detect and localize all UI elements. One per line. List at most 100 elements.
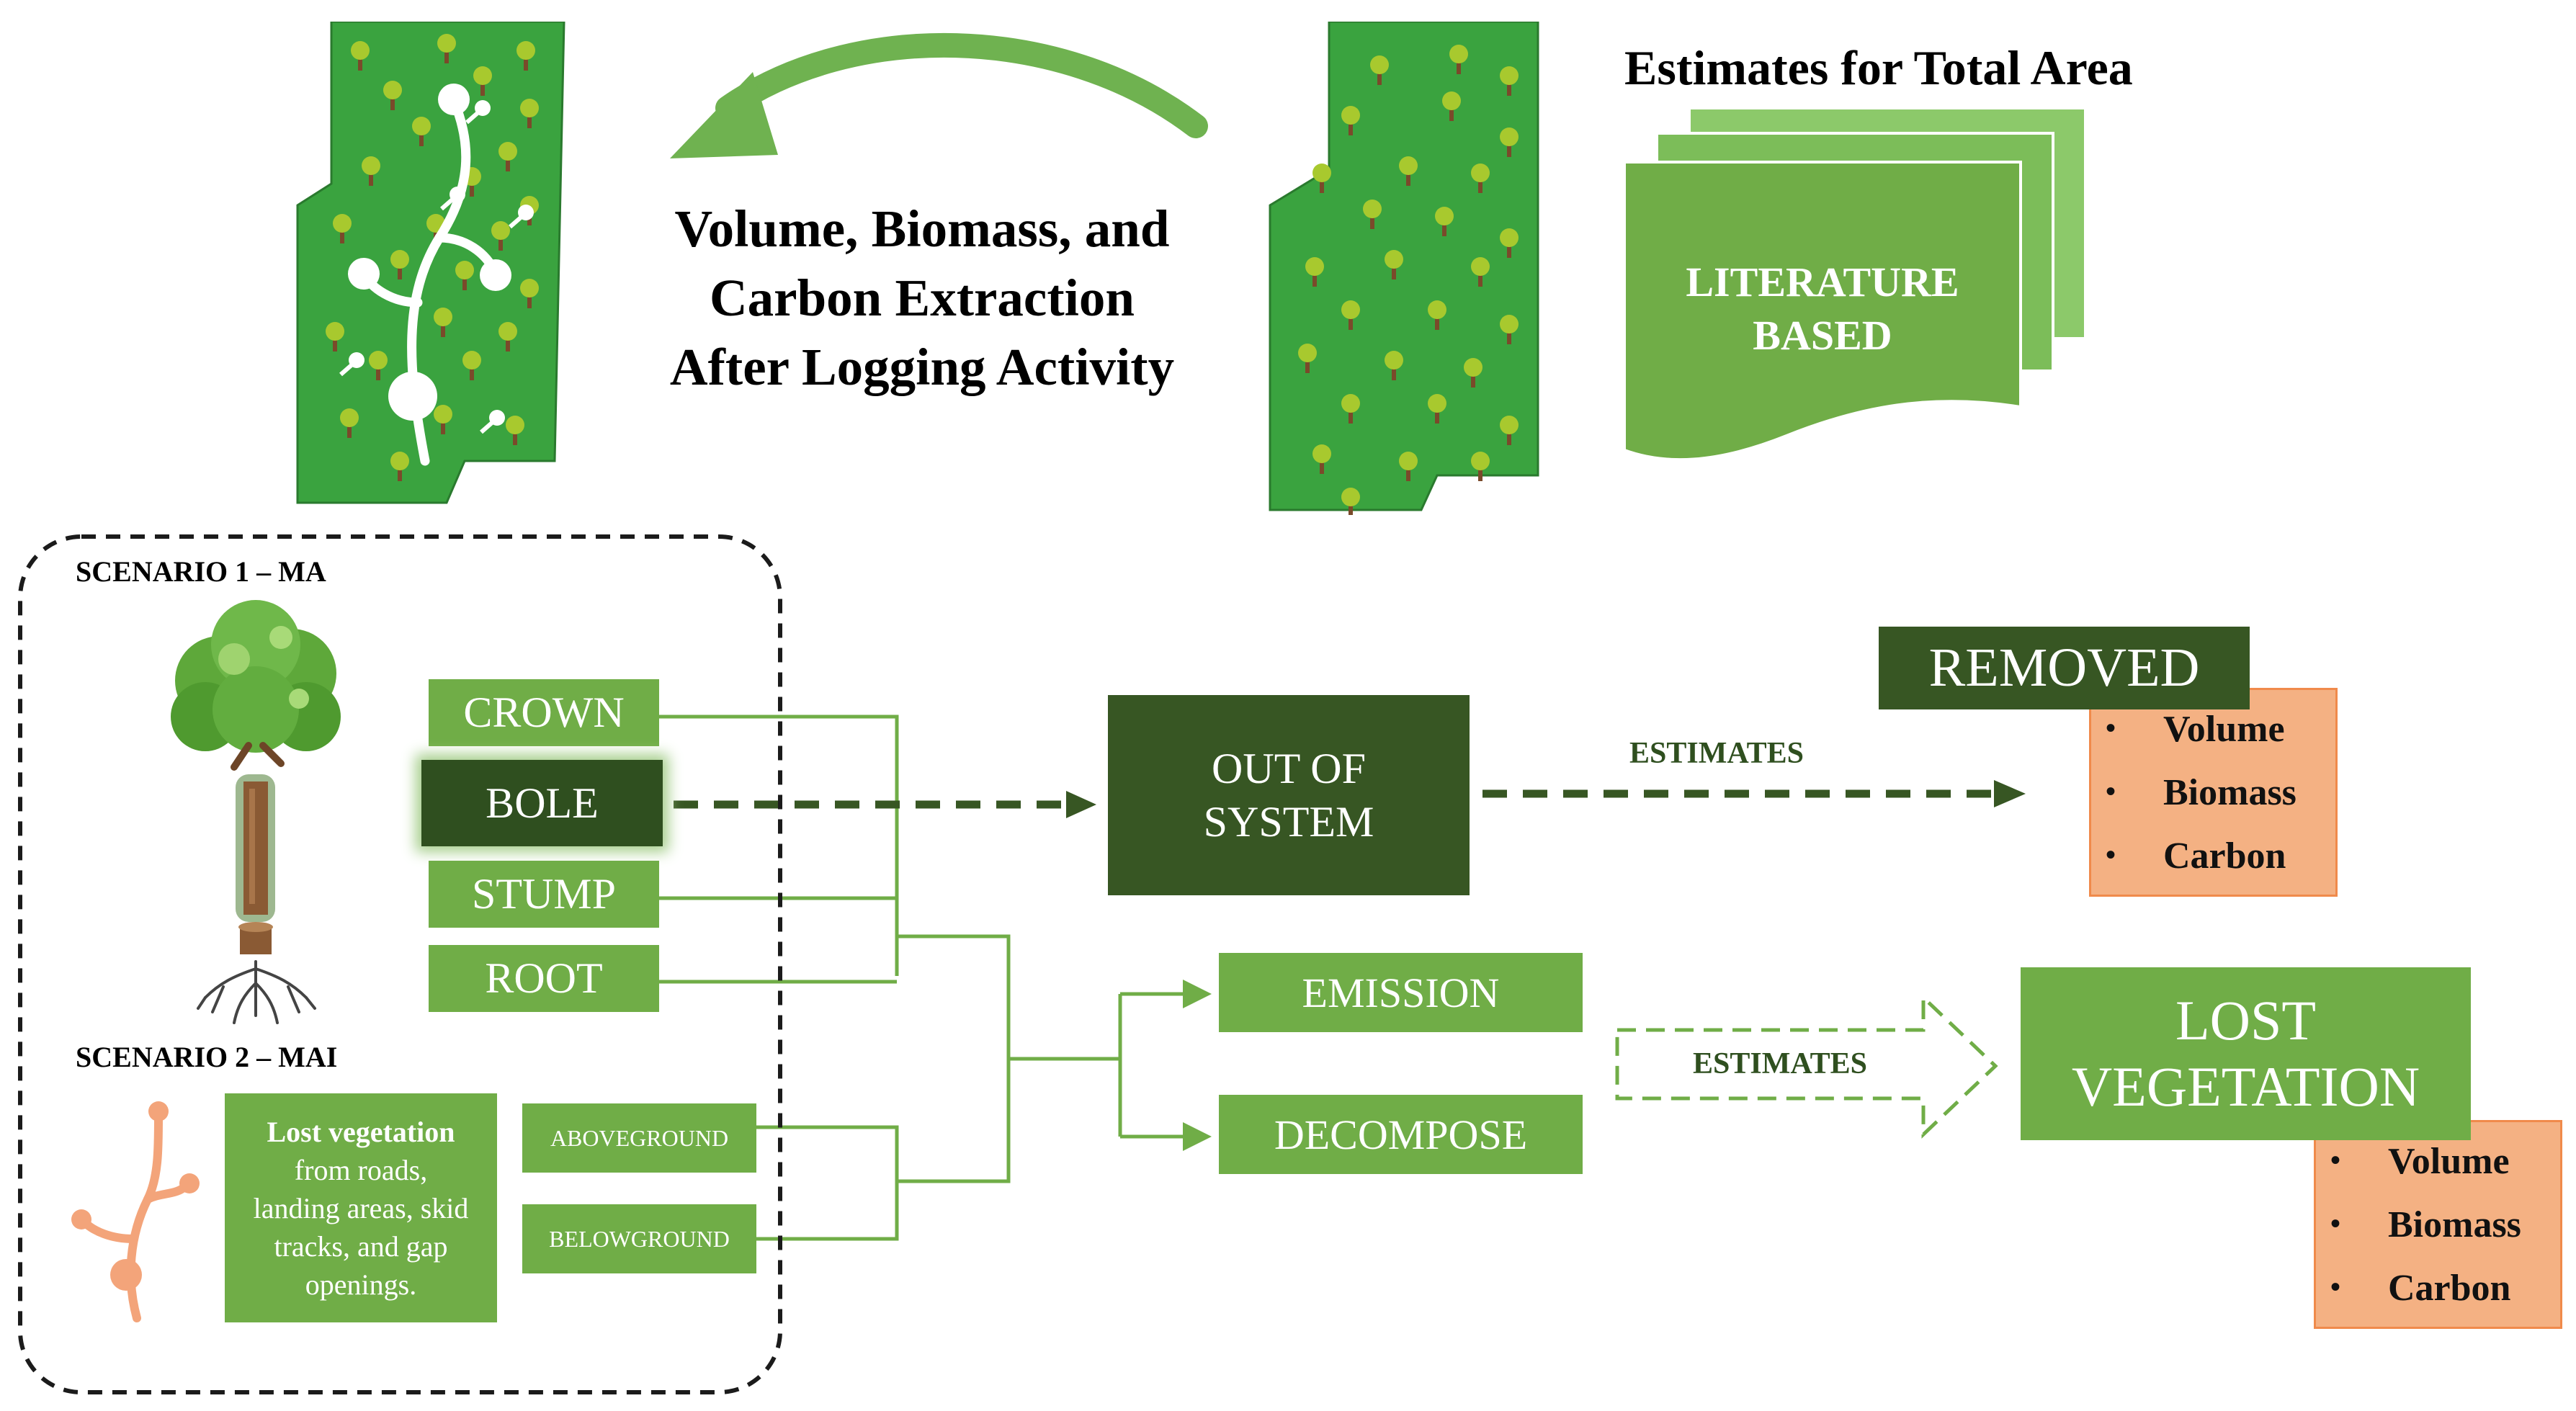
scenario2-connectors (756, 994, 1122, 1241)
tree-icon (351, 41, 370, 71)
tree-icon (434, 405, 452, 434)
tree-icon (390, 250, 409, 279)
estimates-title: Estimates for Total Area (1624, 40, 2133, 95)
branch-network-icon (71, 1101, 200, 1322)
tree-icon (1428, 300, 1446, 330)
total-area-forest-map (1269, 22, 1539, 515)
root-icon (197, 960, 316, 1024)
tree-icon (1500, 315, 1519, 344)
tree-icon (473, 66, 492, 96)
felled-tree-icon (509, 205, 534, 229)
scenario-frame (18, 534, 782, 1394)
tree-icon (340, 408, 359, 438)
root-box: ROOT (429, 945, 659, 1012)
felled-tree-icon (465, 100, 491, 125)
removed-item: Carbon (2106, 835, 2297, 898)
belowground-box: BELOWGROUND (522, 1204, 756, 1273)
tree-icon (1363, 200, 1382, 229)
tree-icon (1341, 394, 1360, 424)
lost-item: Biomass (2330, 1204, 2521, 1267)
tree-icon (1298, 344, 1317, 373)
literature-line: LITERATURE (1686, 259, 1959, 305)
bole-box: BOLE (421, 760, 663, 846)
tree-icon (1341, 300, 1360, 330)
removed-title: REMOVED (1879, 627, 2250, 709)
bole-to-system-arrow (674, 791, 1096, 818)
tree-illustration (171, 600, 341, 1024)
tree-icon (1449, 45, 1468, 74)
tree-icon (1341, 106, 1360, 135)
tree-icon (1500, 66, 1519, 96)
tree-icon (1385, 250, 1403, 279)
tree-icon (1442, 91, 1461, 121)
felled-tree-marks (339, 100, 534, 434)
tree-icon (1428, 394, 1446, 424)
crown-box: CROWN (429, 679, 659, 746)
decompose-box: DECOMPOSE (1219, 1095, 1583, 1174)
removed-list-box: Volume Biomass Carbon (2089, 688, 2338, 897)
removed-item: Biomass (2106, 771, 2297, 835)
tree-icon (520, 99, 539, 128)
lost-veg-line: from roads, (294, 1153, 428, 1186)
tree-icon (491, 221, 510, 251)
emission-decompose-arrows (1120, 980, 1212, 1151)
out-of-system-line: SYSTEM (1203, 798, 1374, 846)
aboveground-box: ABOVEGROUND (522, 1103, 756, 1173)
felled-tree-icon (440, 187, 465, 211)
lost-vegetation-title: LOST VEGETATION (2021, 967, 2471, 1140)
tree-icon (498, 142, 517, 171)
tree-icon (1341, 488, 1360, 515)
lost-title-line: LOST (2175, 989, 2316, 1052)
felled-tree-icon (480, 410, 505, 434)
tree-icon (1312, 444, 1331, 474)
tree-icon (520, 279, 539, 308)
scenario1-title: SCENARIO 1 – MA (76, 555, 326, 588)
curved-arrow-left (670, 32, 1208, 158)
tree-icon (1370, 55, 1389, 85)
tree-icon (1500, 127, 1519, 157)
literature-stack (1623, 107, 2087, 462)
tree-icon (333, 214, 352, 243)
lost-title-line: VEGETATION (2071, 1055, 2420, 1118)
lost-list-box: Volume Biomass Carbon (2314, 1120, 2562, 1329)
literature-label: LITERATURE BASED (1624, 256, 2021, 362)
out-of-system-line: OUT OF (1212, 745, 1366, 792)
tree-icon (390, 452, 409, 481)
extraction-title-line: Carbon Extraction (709, 269, 1135, 327)
logged-forest-map (296, 22, 565, 504)
tree-icon (412, 117, 431, 146)
scenario2-title: SCENARIO 2 – MAI (76, 1041, 338, 1073)
lost-veg-title: Lost vegetation (267, 1115, 455, 1148)
tree-icon (326, 322, 344, 351)
tree-icon (1305, 257, 1324, 287)
extraction-title: Volume, Biomass, and Carbon Extraction A… (620, 194, 1225, 402)
system-to-removed-arrow (1482, 780, 2026, 807)
out-of-system-box: OUT OF SYSTEM (1108, 695, 1470, 895)
estimates-label-lower: ESTIMATES (1693, 1047, 1867, 1080)
stump-icon (238, 922, 273, 954)
tree-icon (437, 34, 456, 63)
emission-box: EMISSION (1219, 953, 1583, 1032)
tree-icon (1471, 164, 1490, 193)
tree-icon (462, 351, 481, 380)
lost-item: Carbon (2330, 1267, 2521, 1330)
stump-box: STUMP (429, 861, 659, 928)
tree-icon (362, 156, 380, 186)
tree-icon (1500, 228, 1519, 258)
tree-icon (1399, 452, 1418, 481)
tree-icon (1435, 207, 1454, 236)
tree-icon (1464, 358, 1482, 388)
crown-icon (171, 600, 341, 771)
extraction-title-line: After Logging Activity (669, 338, 1175, 396)
tree-icon (1399, 156, 1418, 186)
tree-icon (1312, 164, 1331, 193)
landing-areas (348, 84, 511, 421)
extraction-title-line: Volume, Biomass, and (674, 200, 1170, 258)
bole-icon (236, 774, 275, 922)
tree-icon (516, 41, 535, 71)
tree-icon (1500, 416, 1519, 445)
forest-trees (1298, 45, 1519, 515)
tree-icon (1471, 257, 1490, 287)
